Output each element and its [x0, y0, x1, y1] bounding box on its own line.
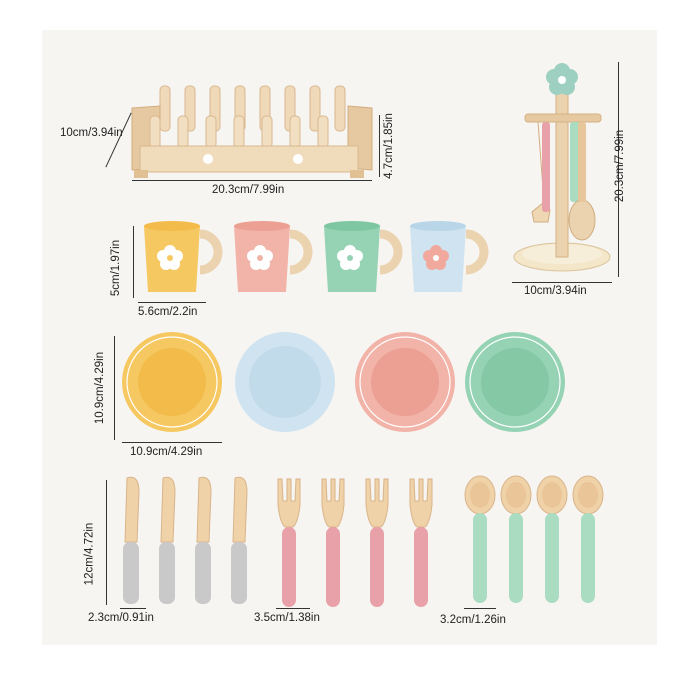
plate-height-line	[114, 336, 115, 440]
plate-pink	[355, 332, 455, 432]
knife	[123, 476, 140, 604]
forks-row	[277, 478, 433, 608]
knife-width-line	[120, 608, 146, 609]
cup-width-label: 5.6cm/2.2in	[138, 306, 198, 318]
knife-width-label: 2.3cm/0.91in	[88, 612, 154, 624]
rack-height-line	[379, 115, 380, 177]
stand-base-line	[512, 282, 612, 283]
fork-width-line	[276, 608, 310, 609]
dish-rack	[131, 85, 373, 178]
utensil-stand	[513, 63, 611, 272]
plate-yellow	[122, 332, 222, 432]
rack-width-label: 20.3cm/7.99in	[212, 184, 285, 196]
stand-height-label: 20.3cm/7.99in	[614, 129, 627, 203]
cup-mint	[324, 221, 403, 292]
knife	[195, 476, 212, 604]
cup-width-line	[138, 302, 206, 303]
rack-height-label: 4.7cm/1.85in	[382, 113, 395, 179]
stand-base-label: 10cm/3.94in	[524, 285, 587, 297]
cup-height-line	[133, 226, 134, 298]
plate-width-label: 10.9cm/4.29in	[130, 446, 203, 458]
cup-yellow	[144, 221, 223, 292]
stand-height-line	[618, 62, 619, 277]
spoon-width-label: 3.2cm/1.26in	[440, 614, 506, 626]
utensil-height-label: 12cm/4.72in	[83, 522, 96, 586]
cup-height-label: 5cm/1.97in	[110, 239, 123, 297]
knives-row	[123, 476, 248, 604]
spoon-width-line	[464, 608, 496, 609]
knife	[159, 476, 176, 604]
plate-blue	[235, 332, 335, 432]
utensil-height-line	[106, 480, 107, 605]
rack-depth-label: 10cm/3.94in	[60, 127, 123, 139]
spoons-row	[464, 475, 604, 604]
cups-row	[144, 221, 489, 292]
plate-mint	[465, 332, 565, 432]
cup-pink	[234, 221, 313, 292]
plate-width-line	[122, 442, 222, 443]
knife	[231, 476, 248, 604]
plates-row	[122, 332, 565, 432]
rack-width-line	[132, 180, 372, 181]
plate-height-label: 10.9cm/4.29in	[94, 351, 107, 425]
cup-blue	[410, 221, 489, 292]
fork-width-label: 3.5cm/1.38in	[254, 612, 320, 624]
